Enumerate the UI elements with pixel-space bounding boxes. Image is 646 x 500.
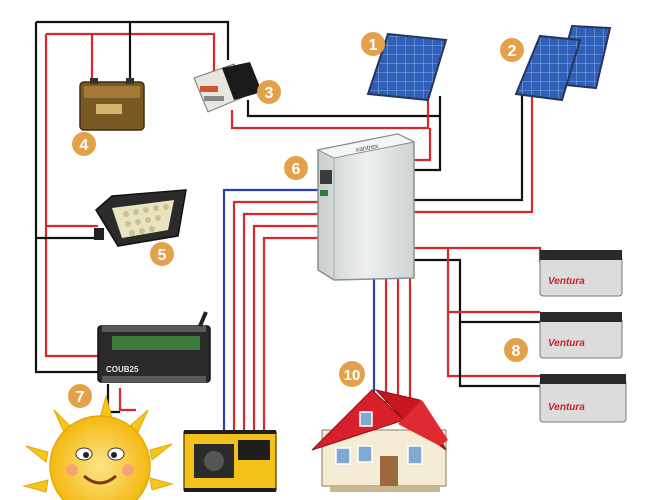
- wire-black: [34, 20, 230, 374]
- wire-red: [118, 388, 136, 412]
- wire-red: [44, 32, 216, 358]
- wire-red: [414, 94, 534, 214]
- badge-battery-bank: 8: [504, 338, 528, 362]
- badge-battery: 4: [72, 132, 96, 156]
- wire-black: [458, 322, 540, 388]
- battery-icon: Ventura: [539, 374, 627, 423]
- badge-controller: 3: [257, 80, 281, 104]
- monitor-controller: COUB25: [97, 311, 211, 383]
- charge-controller: [193, 62, 262, 113]
- battery-unit: [79, 78, 145, 131]
- battery-bank: Ventura Ventura Ventura: [539, 250, 627, 423]
- svg-text:10: 10: [344, 367, 361, 384]
- svg-text:1: 1: [369, 37, 378, 54]
- sun: [22, 394, 174, 500]
- badge-panel1: 1: [361, 32, 385, 56]
- solar-panel-icon: [514, 34, 582, 102]
- wire-black: [414, 258, 540, 324]
- svg-text:8: 8: [512, 343, 521, 360]
- badge-panel2: 2: [500, 38, 524, 62]
- inverter: xantrex: [316, 133, 416, 281]
- wire-red: [232, 200, 318, 432]
- wire-blue: [222, 188, 318, 432]
- svg-text:3: 3: [265, 85, 274, 102]
- inverter-brand: xantrex: [355, 143, 379, 154]
- wire-red: [446, 248, 540, 378]
- wire-red: [242, 212, 318, 432]
- battery-brand: Ventura: [548, 276, 585, 287]
- solar-panel-1: [366, 32, 448, 102]
- wire-black: [414, 94, 524, 202]
- wire-black: [414, 116, 442, 172]
- solar-panel-2: [514, 24, 612, 102]
- house: [311, 389, 448, 492]
- svg-text:2: 2: [508, 43, 517, 60]
- svg-text:5: 5: [158, 247, 167, 264]
- monitor-brand: COUB25: [106, 365, 139, 374]
- wire-red: [262, 236, 318, 432]
- wire-red: [252, 224, 318, 432]
- charge-controller-icon: [222, 62, 262, 100]
- solar-panel-icon: [366, 32, 448, 102]
- svg-text:4: 4: [80, 137, 89, 154]
- wire-red: [230, 100, 430, 130]
- sun-icon: [49, 415, 151, 500]
- badge-monitor: 7: [68, 384, 92, 408]
- wire-black: [246, 96, 442, 118]
- led-floodlight: [94, 189, 187, 247]
- battery-brand: Ventura: [548, 338, 585, 349]
- badge-light: 5: [150, 242, 174, 266]
- wire-black: [106, 384, 120, 414]
- svg-text:6: 6: [292, 161, 301, 178]
- battery-icon: Ventura: [539, 250, 623, 297]
- wiring: [34, 20, 542, 432]
- battery-brand: Ventura: [548, 402, 585, 413]
- battery-icon: Ventura: [539, 312, 623, 359]
- svg-text:7: 7: [76, 389, 85, 406]
- wire-red: [414, 128, 432, 162]
- badge-inverter: 6: [284, 156, 308, 180]
- badge-house: 10: [339, 361, 365, 387]
- badges: 1 2 3 4 5 6 7 8 10: [68, 32, 528, 408]
- generator: [183, 430, 277, 492]
